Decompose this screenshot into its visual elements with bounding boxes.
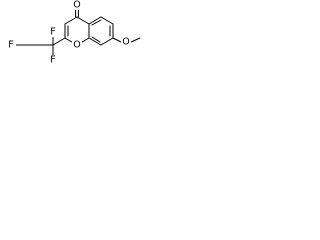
bond-o-ch3 bbox=[130, 37, 141, 43]
bond-c8-c8a-inner bbox=[91, 36, 101, 43]
fluorine-bottom-label: F bbox=[48, 55, 58, 66]
bond-c4a-c5 bbox=[88, 16, 102, 25]
bond-c7-o bbox=[112, 37, 122, 43]
fluorine-left-label: F bbox=[6, 40, 16, 51]
bond-c7-c8 bbox=[100, 37, 114, 46]
chemical-structure: O O O F F F bbox=[6, 0, 141, 66]
carbonyl-oxygen-label: O bbox=[72, 0, 82, 11]
bond-c2-cf3 bbox=[52, 37, 66, 46]
bond-c4-c4a bbox=[76, 16, 90, 25]
bond-c5-c6 bbox=[100, 16, 114, 25]
svg-text:F: F bbox=[8, 40, 13, 51]
methoxy-oxygen-label: O bbox=[121, 37, 131, 48]
svg-text:F: F bbox=[50, 55, 55, 66]
svg-text:O: O bbox=[73, 0, 80, 11]
ring-oxygen-label: O bbox=[72, 40, 82, 51]
fluorine-top-label: F bbox=[48, 27, 58, 38]
svg-text:F: F bbox=[50, 27, 55, 38]
svg-text:O: O bbox=[122, 37, 129, 48]
svg-text:O: O bbox=[73, 40, 80, 51]
bond-c4a-c5-inner bbox=[91, 19, 102, 26]
bond-c4-c3 bbox=[64, 16, 78, 25]
bond-c8-c8a bbox=[88, 37, 102, 46]
